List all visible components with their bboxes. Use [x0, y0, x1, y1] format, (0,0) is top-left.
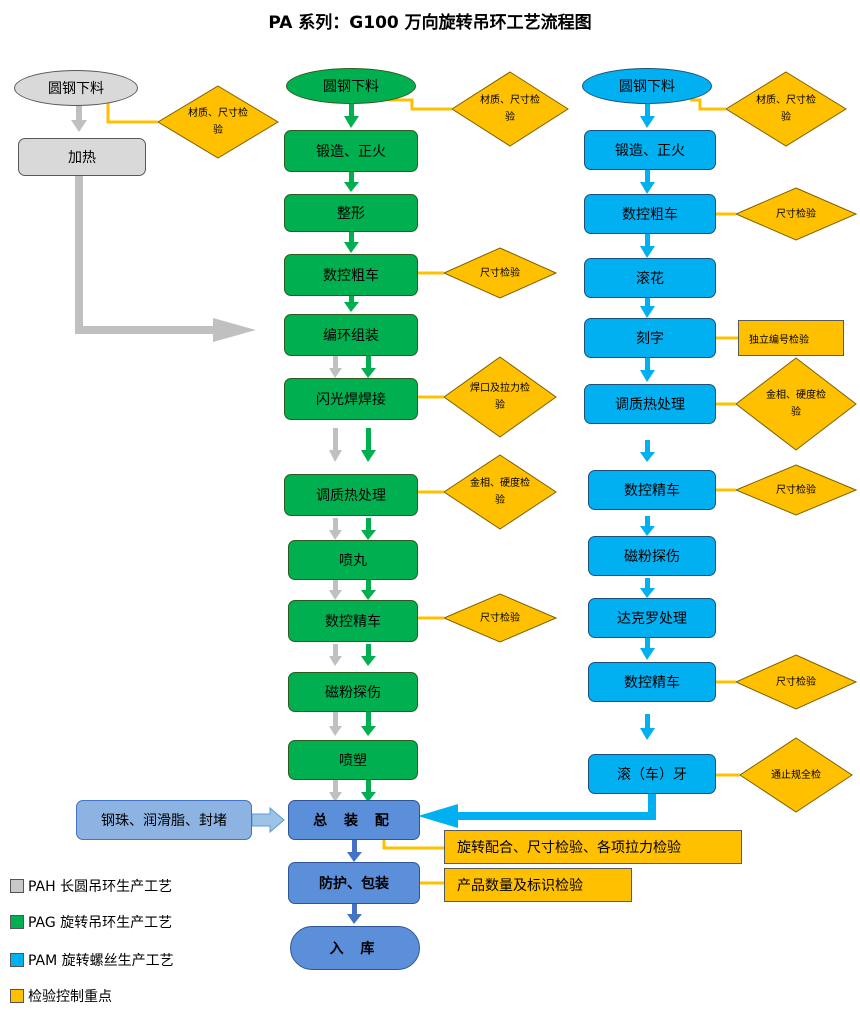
diamond-pag-size1 — [442, 247, 558, 299]
legend-label: 检验控制重点 — [28, 989, 112, 1005]
packing-check: 产品数量及标识检验 — [444, 868, 632, 902]
diamond-pag-hardness — [443, 454, 557, 530]
storage-node: 入 库 — [290, 926, 420, 970]
page-title: PA 系列：G100 万向旋转吊环工艺流程图 — [268, 13, 592, 33]
pag-size-check-1: 尺寸检验 — [480, 267, 520, 279]
pag-heat-treat-node: 调质热处理 — [284, 474, 418, 516]
pag-hardness-check: 金相、硬度检验 — [470, 478, 530, 506]
pam-thread-node: 滚（车）牙 — [588, 754, 716, 794]
parts-node: 钢珠、润滑脂、封堵 — [76, 800, 252, 840]
legend-label: PAM 旋转螺丝生产工艺 — [28, 953, 174, 969]
pag-forge-node: 锻造、正火 — [284, 130, 418, 172]
legend-swatch-orange — [10, 989, 24, 1003]
legend-item-pag: PAG 旋转吊环生产工艺 — [10, 912, 172, 932]
pam-forge-node: 锻造、正火 — [584, 130, 716, 170]
pag-start-node: 圆钢下料 — [286, 68, 416, 104]
pam-size-check-1: 尺寸检验 — [776, 208, 816, 220]
pam-heat-treat-node: 调质热处理 — [584, 384, 716, 424]
pam-serial-check: 独立编号检验 — [738, 320, 844, 356]
pag-material-check: 材质、尺寸检验 — [480, 95, 540, 123]
pam-start-node: 圆钢下料 — [582, 68, 712, 104]
pag-ring-assembly-node: 编环组装 — [284, 314, 418, 356]
legend-item-pam: PAM 旋转螺丝生产工艺 — [10, 950, 174, 970]
pag-shot-blast-node: 喷丸 — [288, 540, 418, 580]
diamond-pam-size1 — [734, 187, 858, 241]
pag-shape-node: 整形 — [284, 194, 418, 232]
assembly-check: 旋转配合、尺寸检验、各项拉力检验 — [444, 830, 742, 864]
legend-swatch-gray — [10, 879, 24, 893]
legend-swatch-blue — [10, 953, 24, 967]
diamond-pam-hardness — [735, 357, 857, 451]
pag-magnetic-test-node: 磁粉探伤 — [288, 672, 418, 712]
diamond-pam-size2 — [734, 464, 858, 516]
diamond-pam-size3 — [734, 654, 858, 710]
pag-cnc-finish-node: 数控精车 — [288, 600, 418, 642]
pam-knurl-node: 滚花 — [584, 258, 716, 298]
pam-cnc-rough-node: 数控粗车 — [584, 194, 716, 234]
pam-hardness-check: 金相、硬度检验 — [766, 390, 826, 418]
pah-heat-node: 加热 — [18, 138, 146, 176]
diamond-pag-weld — [443, 356, 557, 438]
legend-item-inspection: 检验控制重点 — [10, 986, 112, 1006]
pam-cnc-finish-1-node: 数控精车 — [588, 470, 716, 510]
pag-weld-check: 焊口及拉力检验 — [470, 383, 530, 411]
pah-start-node: 圆钢下料 — [14, 70, 138, 106]
diamond-pam-gauge — [739, 737, 853, 813]
pam-gauge-check: 通止规全检 — [771, 769, 821, 781]
legend-label: PAH 长圆吊环生产工艺 — [28, 879, 173, 895]
pam-size-check-2: 尺寸检验 — [776, 484, 816, 496]
legend-swatch-green — [10, 915, 24, 929]
pam-magnetic-test-node: 磁粉探伤 — [588, 536, 716, 576]
diamond-pam-material — [725, 71, 847, 147]
pag-cnc-rough-node: 数控粗车 — [284, 254, 418, 296]
diamond-pag-size2 — [442, 593, 558, 643]
diamond-pah-material — [157, 85, 279, 159]
pam-material-check: 材质、尺寸检验 — [756, 95, 816, 123]
pam-cnc-finish-2-node: 数控精车 — [588, 662, 716, 702]
packing-node: 防护、包装 — [288, 862, 420, 904]
pam-dacro-node: 达克罗处理 — [588, 598, 716, 638]
legend-label: PAG 旋转吊环生产工艺 — [28, 915, 173, 931]
legend-item-pah: PAH 长圆吊环生产工艺 — [10, 876, 172, 896]
pag-flash-weld-node: 闪光焊焊接 — [284, 378, 418, 420]
pam-engrave-node: 刻字 — [584, 318, 716, 358]
pah-material-check: 材质、尺寸检验 — [188, 108, 248, 136]
diamond-pag-material — [451, 71, 569, 147]
pag-size-check-2: 尺寸检验 — [480, 612, 520, 624]
assembly-node: 总 装 配 — [288, 800, 420, 840]
pam-size-check-3: 尺寸检验 — [776, 676, 816, 688]
pag-spray-node: 喷塑 — [288, 740, 418, 780]
